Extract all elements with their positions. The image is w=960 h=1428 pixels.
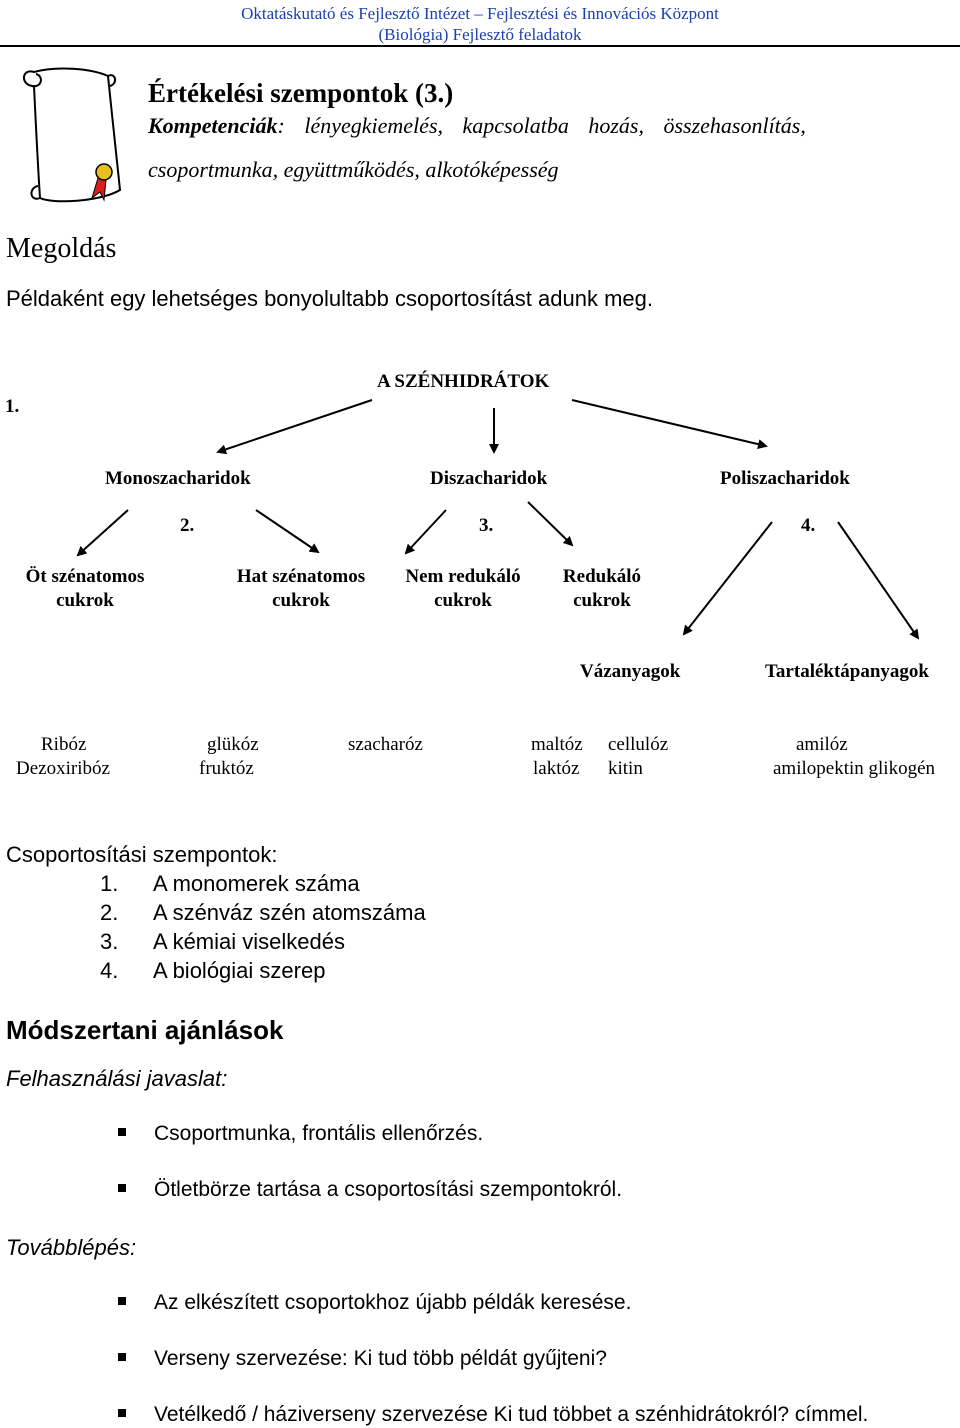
solution-heading: Megoldás bbox=[6, 233, 117, 264]
header-subtitle: (Biológia) Fejlesztő feladatok bbox=[378, 25, 582, 44]
competencies-line-1: Kompetenciák: lényegkiemelés, kapcsolatb… bbox=[148, 113, 956, 139]
arrow-mono-ot bbox=[76, 509, 129, 557]
header-institute: Oktatáskutató és Fejlesztő Intézet – Fej… bbox=[241, 4, 719, 23]
node-red-line2: cukrok bbox=[573, 590, 631, 611]
diagram-marker-1: 1. bbox=[5, 396, 20, 417]
bullet-marker bbox=[118, 1353, 126, 1361]
example-amilopektin: amilopektin glikogén bbox=[773, 758, 936, 779]
arrow-di-nem bbox=[404, 509, 447, 555]
arrow-root-mono bbox=[216, 399, 373, 455]
header-divider bbox=[0, 45, 960, 47]
diagram-marker-2: 2. bbox=[180, 515, 195, 536]
node-vazanyagok: Vázanyagok bbox=[580, 661, 681, 682]
arrow-poli-vaz bbox=[682, 521, 773, 636]
node-monoszacharidok: Monoszacharidok bbox=[105, 468, 251, 489]
solution-text: Példaként egy lehetséges bonyolultabb cs… bbox=[6, 286, 653, 311]
node-poliszacharidok: Poliszacharidok bbox=[720, 468, 850, 489]
example-riboz: Ribóz bbox=[41, 734, 87, 755]
arrow-root-poli bbox=[571, 399, 768, 450]
example-amiloz: amilóz bbox=[796, 734, 848, 755]
node-diszacharidok: Diszacharidok bbox=[430, 468, 548, 489]
example-kitin: kitin bbox=[608, 758, 643, 779]
criteria-num-4: 4. bbox=[100, 958, 119, 983]
example-glukoz: glükóz bbox=[207, 734, 259, 755]
next-item-2: Verseny szervezése: Ki tud több példát g… bbox=[154, 1347, 607, 1370]
usage-label: Felhasználási javaslat: bbox=[6, 1066, 228, 1091]
next-item-3: Vetélkedő / háziverseny szervezése Ki tu… bbox=[154, 1403, 869, 1426]
criteria-item-1: A monomerek száma bbox=[153, 871, 360, 896]
node-redukalo: Redukáló cukrok bbox=[546, 565, 658, 613]
node-ot-line2: cukrok bbox=[56, 590, 114, 611]
node-red-line1: Redukáló bbox=[562, 566, 642, 587]
node-ot-szenatomos: Öt szénatomos cukrok bbox=[2, 565, 168, 613]
example-laktoz: laktóz bbox=[533, 758, 580, 779]
arrow-di-red bbox=[527, 501, 574, 547]
node-ot-line1: Öt szénatomos bbox=[25, 566, 145, 587]
node-nem-line1: Nem redukáló bbox=[405, 566, 521, 587]
criteria-num-2: 2. bbox=[100, 900, 119, 925]
node-nem-line2: cukrok bbox=[434, 590, 492, 611]
example-szacharoz: szacharóz bbox=[348, 734, 423, 755]
criteria-num-3: 3. bbox=[100, 929, 119, 954]
diagram-root: A SZÉNHIDRÁTOK bbox=[377, 371, 550, 392]
bullet-marker bbox=[118, 1409, 126, 1417]
arrow-mono-hat bbox=[255, 509, 320, 554]
methods-heading: Módszertani ajánlások bbox=[6, 1015, 284, 1045]
page-title: Értékelési szempontok (3.) bbox=[148, 78, 454, 108]
usage-item-2: Ötletbörze tartása a csoportosítási szem… bbox=[154, 1178, 623, 1201]
criteria-item-3: A kémiai viselkedés bbox=[153, 929, 345, 954]
competencies-text-2: csoportmunka, együttműködés, alkotóképes… bbox=[148, 157, 559, 182]
criteria-item-4: A biológiai szerep bbox=[153, 958, 326, 983]
diagram-marker-4: 4. bbox=[801, 515, 816, 536]
bullet-marker bbox=[118, 1184, 126, 1192]
next-step-label: Továbblépés: bbox=[6, 1235, 137, 1260]
arrow-poli-tart bbox=[837, 521, 920, 640]
competencies-label: Kompetenciák bbox=[148, 113, 278, 138]
node-hat-line2: cukrok bbox=[272, 590, 330, 611]
usage-item-1: Csoportmunka, frontális ellenőrzés. bbox=[154, 1122, 484, 1145]
node-hat-szenatomos: Hat szénatomos cukrok bbox=[220, 565, 382, 613]
criteria-num-1: 1. bbox=[100, 871, 119, 896]
example-maltoz: maltóz bbox=[531, 734, 583, 755]
competencies-text-1: : lényegkiemelés, kapcsolatba hozás, öss… bbox=[277, 113, 806, 138]
diagram-marker-3: 3. bbox=[479, 515, 494, 536]
example-fruktoz: fruktóz bbox=[199, 758, 254, 779]
node-nem-redukalo: Nem redukáló cukrok bbox=[392, 565, 534, 613]
example-dezoxiriboz: Dezoxiribóz bbox=[16, 758, 110, 779]
node-hat-line1: Hat szénatomos bbox=[236, 566, 366, 587]
node-tartaleknyagok: Tartaléktápanyagok bbox=[765, 661, 929, 682]
bullet-marker bbox=[118, 1128, 126, 1136]
bullet-marker bbox=[118, 1297, 126, 1305]
scroll-icon bbox=[23, 67, 122, 203]
example-cellulóz: cellulóz bbox=[608, 734, 669, 755]
next-item-1: Az elkészített csoportokhoz újabb példák… bbox=[154, 1291, 632, 1314]
criteria-heading: Csoportosítási szempontok: bbox=[6, 842, 278, 867]
criteria-item-2: A szénváz szén atomszáma bbox=[153, 900, 426, 925]
